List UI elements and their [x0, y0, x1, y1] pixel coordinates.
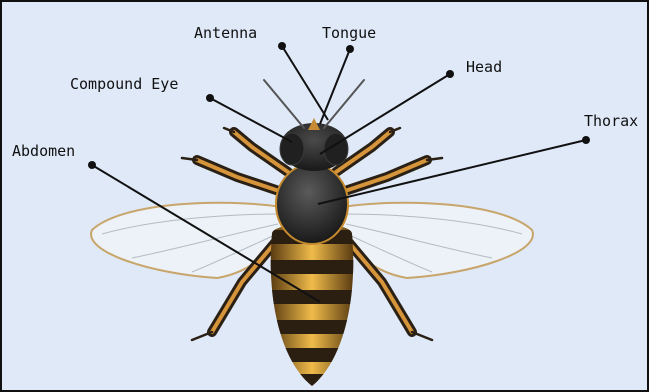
label-head: Head	[466, 58, 502, 76]
label-abdomen: Abdomen	[12, 142, 75, 160]
thorax-body	[276, 164, 348, 244]
label-compound-eye: Compound Eye	[70, 75, 178, 93]
label-tongue: Tongue	[322, 24, 376, 42]
label-antenna: Antenna	[194, 24, 257, 42]
head-body	[280, 118, 348, 171]
label-thorax: Thorax	[584, 112, 638, 130]
